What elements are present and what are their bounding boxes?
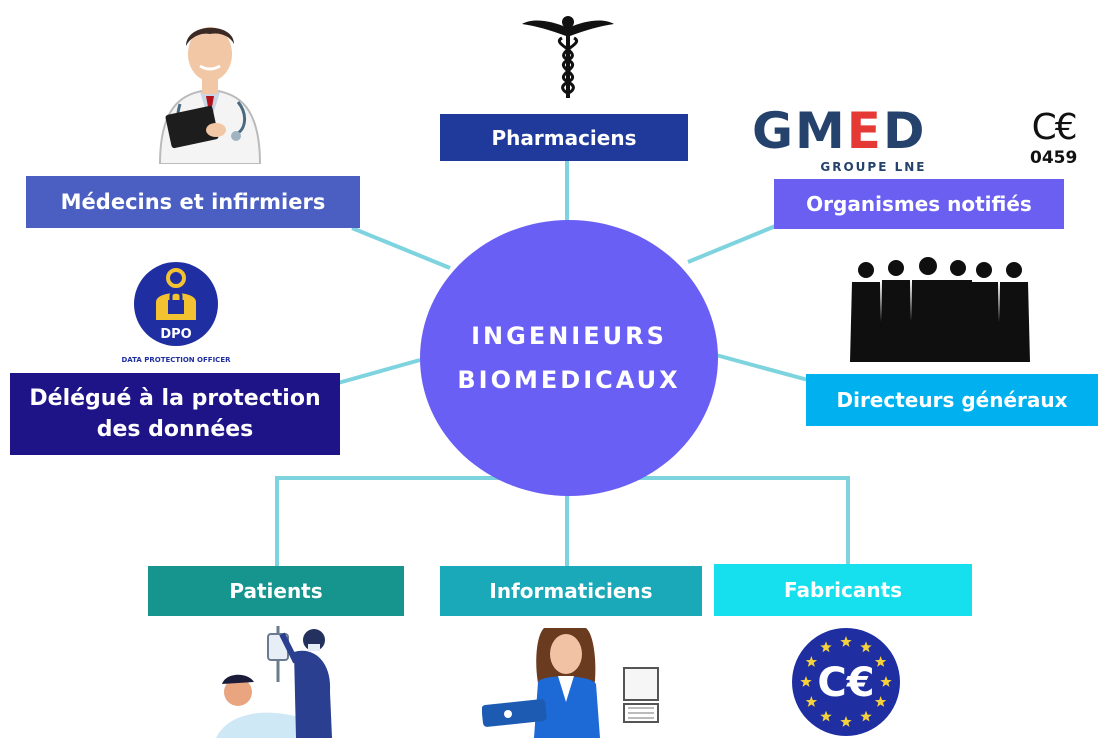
eu-star-icon	[805, 696, 818, 707]
patient-care-illustration	[216, 626, 332, 738]
eu-star-icon	[874, 696, 887, 707]
node-organismes-label: Organismes notifiés	[806, 192, 1032, 216]
caduceus-icon	[522, 16, 614, 98]
connector-dpo-role	[337, 358, 421, 385]
node-informaticiens: Informaticiens	[440, 566, 702, 616]
dpo-logo: DPO DATA PROTECTION OFFICER	[122, 262, 232, 364]
node-medecins-label: Médecins et infirmiers	[60, 190, 326, 214]
node-pharmaciens-label: Pharmaciens	[491, 125, 637, 150]
eu-star-icon	[800, 676, 812, 687]
node-directeurs: Directeurs généraux	[806, 374, 1098, 426]
executives-silhouette-illustration	[850, 257, 1030, 362]
eu-star-icon	[880, 676, 892, 687]
node-organismes: Organismes notifiés	[774, 179, 1064, 229]
doctor-illustration	[158, 27, 262, 164]
eu-star-icon	[860, 641, 872, 653]
node-patients-label: Patients	[229, 579, 323, 603]
connector-medecins	[351, 226, 451, 270]
connector-organismes	[687, 223, 779, 264]
eu-star-icon	[805, 656, 818, 667]
eu-ce-logo: C€	[792, 628, 900, 736]
node-dpo-role-line2: des données	[96, 417, 254, 442]
it-specialist-illustration	[482, 628, 659, 738]
eu-star-icon	[820, 641, 832, 653]
ce-mark-0459: C€ 0459	[1030, 107, 1078, 169]
center-hub: INGENIEURS BIOMEDICAUX	[420, 220, 718, 496]
node-fabricants-label: Fabricants	[783, 578, 903, 602]
dpo-caption: DATA PROTECTION OFFICER	[122, 356, 232, 364]
dpo-badge-text: DPO	[160, 327, 191, 342]
node-directeurs-label: Directeurs généraux	[836, 388, 1068, 412]
eu-star-icon	[860, 710, 872, 722]
gmed-logo: GMED GROUPE LNE	[752, 102, 927, 174]
gmed-subtitle: GROUPE LNE	[820, 160, 927, 174]
svg-text:C€: C€	[817, 660, 874, 706]
center-label-line2: BIOMEDICAUX	[457, 366, 681, 394]
node-fabricants: Fabricants	[714, 564, 972, 616]
eu-star-icon	[840, 716, 852, 727]
node-informaticiens-label: Informaticiens	[489, 579, 653, 603]
node-medecins: Médecins et infirmiers	[26, 176, 360, 228]
node-patients: Patients	[148, 566, 404, 616]
center-label-line1: INGENIEURS	[471, 322, 667, 350]
node-dpo-role: Délégué à la protection des données	[10, 373, 340, 455]
eu-star-icon	[840, 636, 852, 647]
eu-star-icon	[820, 710, 832, 722]
eu-star-icon	[874, 656, 887, 667]
connector-directeurs	[715, 353, 809, 382]
node-dpo-role-line1: Délégué à la protection	[29, 386, 321, 411]
ce-number: 0459	[1030, 148, 1078, 168]
node-pharmaciens: Pharmaciens	[440, 114, 688, 161]
